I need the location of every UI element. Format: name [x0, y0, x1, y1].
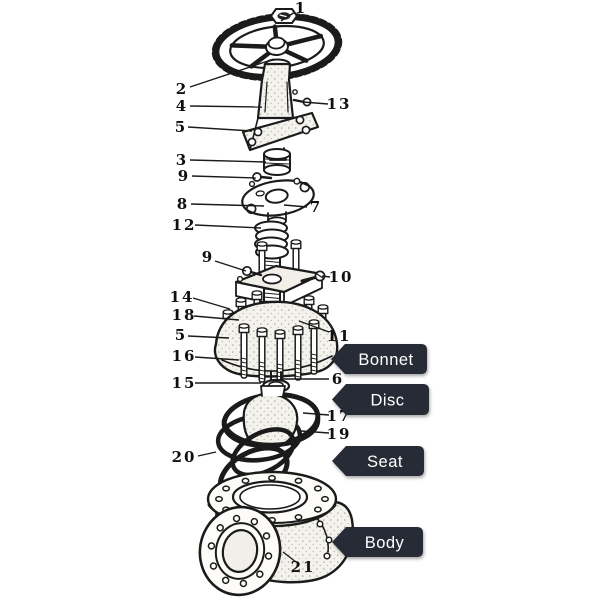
leader-line-4 — [189, 105, 263, 108]
leader-line-19 — [300, 430, 330, 434]
part-number-15: 15 — [172, 374, 197, 392]
part-number-5: 5 — [175, 118, 187, 136]
callout-label: Seat — [367, 453, 403, 471]
leader-line-21 — [282, 551, 297, 563]
stem-bushing — [263, 148, 291, 176]
leader-line-14 — [192, 297, 231, 310]
upper-stud — [248, 172, 273, 188]
part-number-19: 19 — [327, 425, 352, 443]
part-number-1: 1 — [295, 0, 307, 17]
part-number-12: 12 — [172, 216, 197, 234]
part-number-13: 13 — [327, 95, 352, 113]
part-number-21: 21 — [291, 558, 316, 576]
part-number-14: 14 — [170, 288, 195, 306]
part-number-5: 5 — [175, 326, 187, 344]
part-number-10: 10 — [329, 268, 354, 286]
bolt-10 — [300, 270, 326, 283]
leader-line-7 — [283, 204, 308, 208]
bonnet — [213, 290, 339, 385]
leader-line-2 — [189, 58, 275, 88]
callout-shape — [332, 384, 429, 415]
callout-label: Body — [365, 534, 405, 552]
yoke-fitting — [292, 89, 312, 107]
callout-label: Disc — [370, 392, 404, 410]
callout-label: Bonnet — [358, 351, 413, 369]
callout-body[interactable]: Body — [332, 527, 423, 557]
leader-lines — [187, 11, 331, 563]
inlet-flange — [198, 505, 282, 597]
handwheel-nut — [270, 8, 298, 24]
leader-line-9 — [214, 260, 247, 272]
part-number-16: 16 — [172, 347, 197, 365]
part-number-4: 4 — [176, 97, 188, 115]
leader-line-13 — [302, 101, 329, 105]
callout-disc[interactable]: Disc — [332, 384, 429, 415]
leader-line-18 — [193, 315, 240, 321]
body — [198, 470, 355, 597]
leader-line-12 — [194, 224, 262, 229]
part-number-20: 20 — [172, 448, 197, 466]
part-number-18: 18 — [172, 306, 197, 324]
callout-shape — [331, 344, 427, 374]
leader-line-1 — [280, 11, 296, 22]
part-number-8: 8 — [177, 195, 189, 213]
leader-line-9 — [191, 175, 257, 179]
handwheel — [211, 12, 343, 82]
part-number-11: 11 — [327, 327, 352, 345]
part-number-2: 2 — [176, 80, 188, 98]
callout-seat[interactable]: Seat — [332, 446, 424, 476]
leader-line-20 — [197, 451, 217, 457]
callout-shape — [332, 446, 424, 476]
leader-line-11 — [298, 320, 330, 333]
leader-line-5 — [187, 126, 253, 132]
leader-line-5 — [187, 335, 230, 339]
part-number-9: 9 — [178, 167, 190, 185]
leader-line-3 — [189, 159, 267, 163]
leader-line-17 — [302, 412, 330, 416]
part-number-7: 7 — [310, 198, 322, 216]
leader-line-10 — [321, 275, 331, 278]
gland-flange — [241, 177, 315, 217]
disc — [215, 385, 321, 463]
yoke — [241, 58, 320, 161]
callout-shape — [332, 527, 423, 557]
callout-bonnet[interactable]: Bonnet — [331, 344, 427, 374]
valve-illustration — [198, 8, 355, 597]
part-number-9: 9 — [202, 248, 214, 266]
leader-line-8 — [190, 203, 265, 207]
part-number-6: 6 — [332, 370, 344, 388]
part-number-3: 3 — [176, 151, 188, 169]
leader-line-16 — [194, 356, 240, 361]
